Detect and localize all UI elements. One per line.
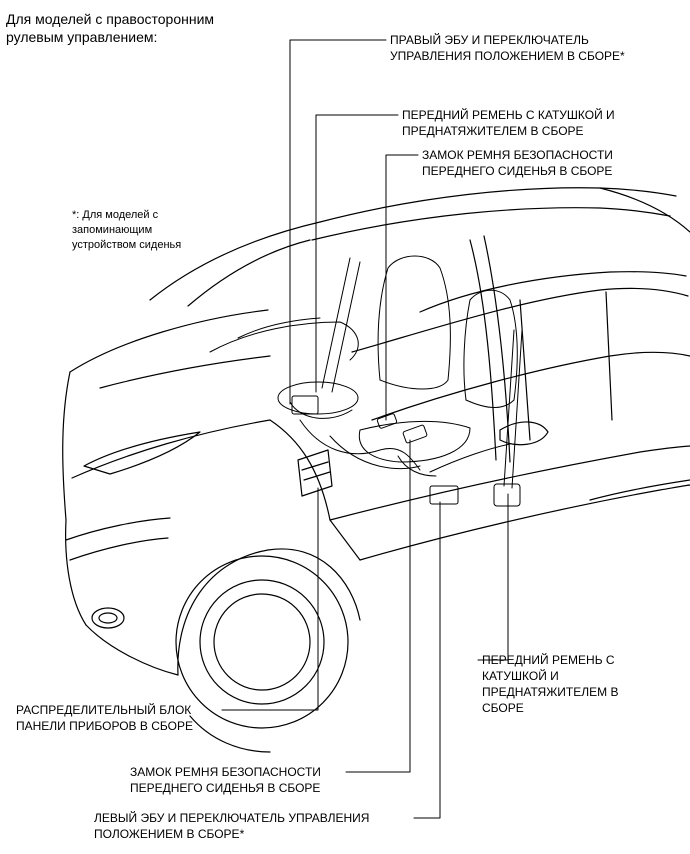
callout-front-belt-upper: ПЕРЕДНИЙ РЕМЕНЬ С КАТУШКОЙ И ПРЕДНАТЯЖИТ… — [402, 108, 615, 138]
front-wheel — [175, 548, 361, 753]
header-text: Для моделей с правосторонним рулевым упр… — [6, 11, 215, 45]
car-body — [62, 187, 690, 676]
callout-buckle-upper: ЗАМОК РЕМНЯ БЕЗОПАСНОСТИ ПЕРЕДНЕГО СИДЕН… — [422, 148, 613, 178]
leader-lines — [221, 39, 509, 819]
callout-right-ecu: ПРАВЫЙ ЭБУ И ПЕРЕКЛЮЧАТЕЛЬ УПРАВЛЕНИЯ ПО… — [390, 33, 625, 63]
interior — [209, 255, 523, 507]
callout-junction-block: РАСПРЕДЕЛИТЕЛЬНЫЙ БЛОК ПАНЕЛИ ПРИБОРОВ В… — [16, 703, 193, 733]
callout-left-ecu: ЛЕВЫЙ ЭБУ И ПЕРЕКЛЮЧАТЕЛЬ УПРАВЛЕНИЯ ПОЛ… — [94, 811, 370, 841]
junction-block-shape — [297, 449, 333, 497]
callout-front-belt-lower: ПЕРЕДНИЙ РЕМЕНЬ С КАТУШКОЙ И ПРЕДНАТЯЖИТ… — [482, 653, 619, 715]
callout-buckle-lower: ЗАМОК РЕМНЯ БЕЗОПАСНОСТИ ПЕРЕДНЕГО СИДЕН… — [130, 765, 321, 795]
footnote-text: *: Для моделей с запоминающим устройство… — [72, 209, 182, 251]
